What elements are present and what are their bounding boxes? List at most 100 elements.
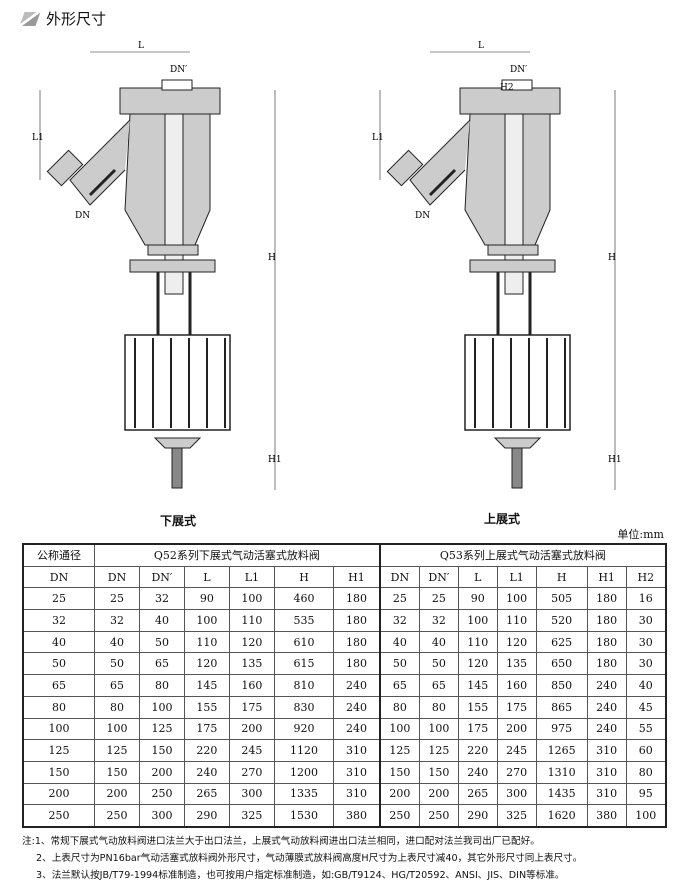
table-cell: 160 [496,674,537,697]
col-header-right: H1 [586,565,627,589]
dim-label-DN: DN [415,211,430,221]
bracket-plate [129,259,216,273]
table-cell: 145 [183,674,230,697]
table-cell: 180 [586,652,627,676]
table-cell: 60 [625,739,667,762]
table-cell: 380 [333,804,381,828]
table-cell: 135 [228,652,275,676]
table-cell: 245 [496,739,537,762]
table-cell: 125 [22,739,95,762]
table-cell: 460 [273,587,335,611]
table-cell: 200 [94,782,140,806]
table-cell: 25 [418,587,459,611]
table-cell: 50 [94,652,140,676]
table-cell: 310 [333,760,381,784]
table-cell: 40 [418,630,459,654]
table-cell: 135 [496,652,537,676]
table-cell: 250 [138,782,185,806]
table-cell: 220 [457,739,498,762]
table-cell: 32 [94,609,140,632]
dim-label-DN-prime: DN′ [510,65,527,75]
table-cell: 200 [418,782,459,806]
actuator-shaft [511,447,523,489]
table-cell: 240 [183,760,230,784]
table-cell: 180 [333,630,381,654]
table-cell: 265 [183,782,230,806]
table-cell: 240 [586,695,627,719]
dim-label-H2: H2 [500,83,514,93]
table-cell: 310 [586,739,627,762]
table-cell: 180 [586,630,627,654]
table-cell: 40 [379,630,420,654]
unit-label: 单位:mm [617,528,664,541]
table-cell: 25 [379,587,420,611]
bottom-flange [147,244,199,256]
table-cell: 100 [496,587,537,611]
table-cell: 180 [333,609,381,632]
table-cell: 150 [22,760,95,784]
dim-label-H1: H1 [268,455,282,465]
table-cell: 270 [228,760,275,784]
col-header-right: H2 [625,565,667,589]
table-cell: 40 [138,609,185,632]
top-flange [459,87,561,115]
table-cell: 100 [379,717,420,741]
note-3: 3、法兰默认按JB/T79-1994标准制造，也可按用户指定标准制造，如:GB/… [36,870,565,881]
table-cell: 150 [418,760,459,784]
table-cell: 55 [625,717,667,741]
bracket-plate [469,259,556,273]
table-cell: 175 [228,695,275,719]
table-cell: 50 [138,630,185,654]
table-cell: 200 [22,782,95,806]
group-right-header: Q53系列上展式气动活塞式放料阀 [379,543,667,567]
table-cell: 810 [273,674,335,697]
table-cell: 535 [273,609,335,632]
table-cell: 610 [273,630,335,654]
table-cell: 180 [586,587,627,611]
table-cell: 150 [94,760,140,784]
col-header-left: H [273,565,335,589]
outlet-neck [161,79,193,91]
table-cell: 290 [457,804,498,828]
table-cell: 100 [457,609,498,632]
table-cell: 32 [379,609,420,632]
table-cell: 830 [273,695,335,719]
table-cell: 300 [138,804,185,828]
table-cell: 100 [418,717,459,741]
table-cell: 120 [496,630,537,654]
table-cell: 975 [535,717,588,741]
table-cell: 110 [457,630,498,654]
title-text: 外形尺寸 [46,10,107,28]
table-cell: 120 [228,630,275,654]
dim-label-H1: H1 [608,455,622,465]
dim-label-L1: L1 [372,133,384,143]
table-cell: 16 [625,587,667,611]
table-cell: 110 [183,630,230,654]
table-cell: 80 [625,760,667,784]
table-cell: 90 [457,587,498,611]
col-header-left: L [183,565,230,589]
col-header-right: DN [379,565,420,589]
table-cell: 200 [138,760,185,784]
table-cell: 80 [138,674,185,697]
table-cell: 200 [379,782,420,806]
table-cell: 250 [418,804,459,828]
inlet-flange [46,149,84,187]
table-cell: 150 [379,760,420,784]
col-header-right: L [457,565,498,589]
col-header-right: L1 [496,565,537,589]
table-cell: 65 [22,674,95,697]
table-cell: 240 [333,717,381,741]
table-cell: 95 [625,782,667,806]
table-cell: 1335 [273,782,335,806]
table-cell: 650 [535,652,588,676]
dimension-table: 公称通径 Q52系列下展式气动活塞式放料阀 Q53系列上展式气动活塞式放料阀 D… [22,543,667,828]
corner-subheader: DN [22,565,95,589]
col-header-left: DN [94,565,140,589]
table-cell: 1120 [273,739,335,762]
